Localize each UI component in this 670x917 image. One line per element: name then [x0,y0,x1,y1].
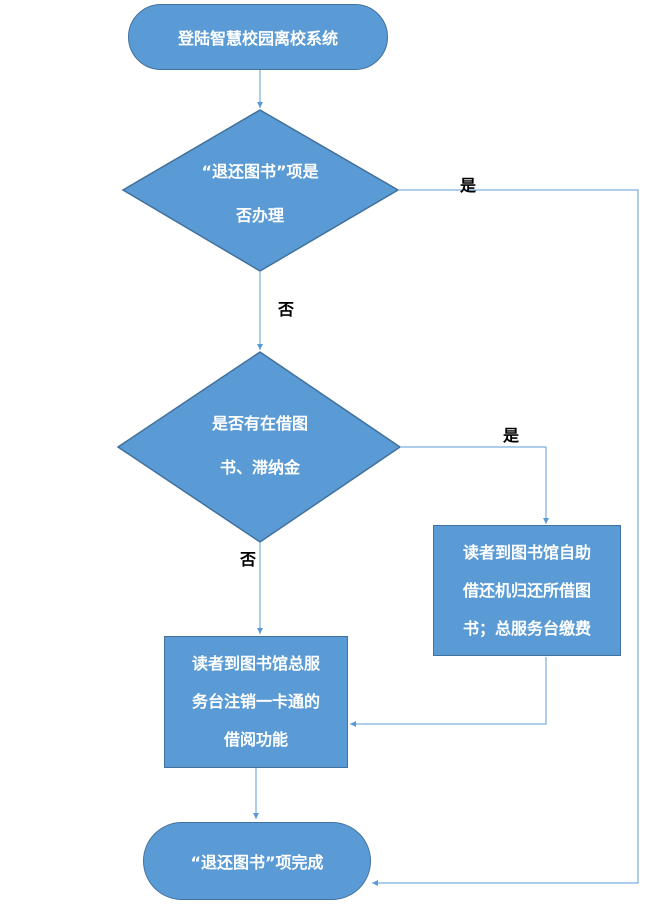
edge-label-d2-yes: 是 [503,426,520,445]
decision1-label: “退还图书”项是 否办理 [170,150,350,238]
process-self-service-return: 读者到图书馆自助 借还机归还所借图 书；总服务台缴费 [433,525,621,656]
edge-label-d1-yes: 是 [460,176,477,195]
decision1-label-line1: “退还图书”项是 [201,162,319,181]
decision1-label-line2: 否办理 [235,206,284,225]
decision2-label: 是否有在借图 书、滞纳金 [170,402,350,490]
connector-decision1-yes-to-end [372,189,639,886]
process-left-line2: 务台注销一卡通的 [191,692,320,711]
end-label: “退还图书”项完成 [190,853,324,872]
end-terminal: “退还图书”项完成 [143,822,371,900]
process-left-line3: 借阅功能 [223,730,288,749]
edge-label-d1-no: 否 [278,300,295,319]
process-right-line3: 书；总服务台缴费 [462,618,591,638]
decision2-label-line2: 书、滞纳金 [219,458,300,477]
decision2-label-line1: 是否有在借图 [211,414,308,433]
process-cancel-card: 读者到图书馆总服 务台注销一卡通的 借阅功能 [164,636,348,768]
process-left-line1: 读者到图书馆总服 [191,654,320,673]
process-right-line2: 借还机归还所借图 [462,580,591,600]
process-right-line1: 读者到图书馆自助 [462,542,591,562]
start-label: 登陆智慧校园离校系统 [177,29,338,48]
connector-decision2-yes-to-process-right [400,446,549,524]
start-terminal: 登陆智慧校园离校系统 [128,4,388,70]
edge-label-d2-no: 否 [240,550,257,569]
connector-process-right-to-process-left [350,657,547,727]
